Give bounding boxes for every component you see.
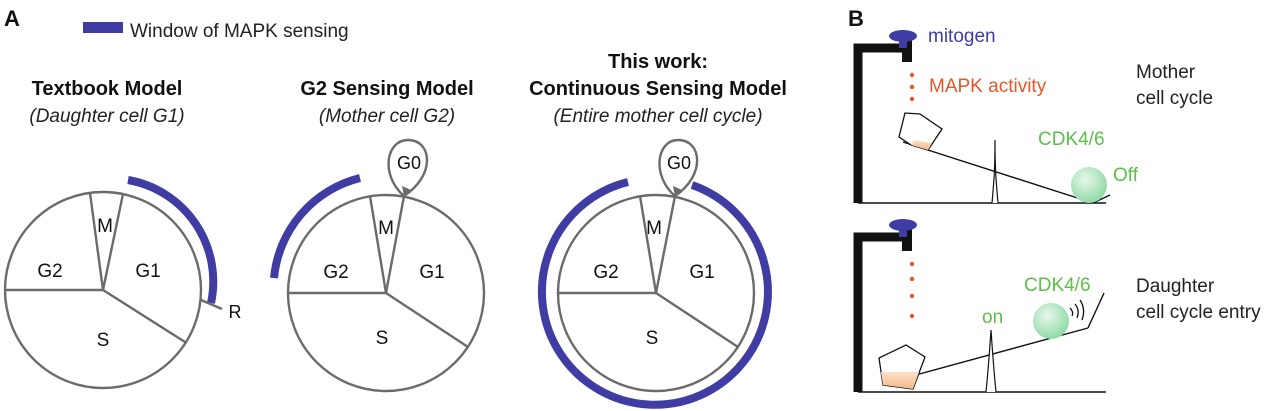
panel-b-label: B: [848, 6, 864, 31]
legend-swatch: [83, 22, 123, 33]
phase-boundary: [638, 195, 658, 294]
seesaw-beam: [902, 141, 1094, 204]
mapk-drop: [909, 261, 915, 267]
phase-label-g1: G1: [419, 262, 444, 283]
mapk-sensing-window: [127, 176, 218, 304]
model-title: G2 Sensing Model: [300, 78, 473, 100]
phase-boundary: [654, 195, 677, 294]
g0-arrowhead: [402, 186, 411, 196]
mapk-drop: [909, 276, 915, 282]
model-subtitle: (Mother cell G2): [319, 106, 455, 127]
tap-spout: [902, 229, 912, 251]
cdk-ball: [1071, 167, 1107, 203]
phase-boundary: [88, 192, 105, 291]
phase-label-g2: G2: [37, 261, 62, 282]
phase-label-g1: G1: [689, 262, 714, 283]
mother-cell-scene: mitogen MAPK activity CDK4/6 Off Mother …: [853, 26, 1213, 204]
tap-stem: [899, 225, 907, 237]
restriction-point-marker: [200, 298, 223, 311]
beam-tip: [1092, 194, 1111, 204]
phase-boundary: [102, 288, 186, 344]
cdk-label: CDK4/6: [1038, 129, 1105, 150]
model-title: Textbook Model: [32, 78, 183, 100]
fulcrum: [985, 329, 997, 393]
phase-boundary: [384, 195, 406, 294]
fulcrum: [991, 139, 999, 204]
phase-label-s: S: [646, 328, 659, 349]
mapk-drop: [909, 84, 915, 90]
cdk-state-label: on: [982, 307, 1003, 328]
mapk-drop: [909, 313, 915, 319]
phase-label-s: S: [97, 330, 110, 351]
restriction-point-label: R: [229, 302, 242, 322]
phase-label-m: M: [97, 216, 113, 237]
phase-boundary: [101, 193, 125, 291]
phase-boundary: [368, 195, 388, 294]
mapk-drop: [909, 96, 915, 102]
panel-a-label: A: [4, 6, 20, 31]
model-subtitle: (Daughter cell G1): [29, 106, 184, 127]
phase-label-g0: G0: [667, 153, 691, 173]
g0-arrowhead: [673, 186, 682, 196]
phase-label-g1: G1: [135, 261, 160, 282]
phase-label-m: M: [378, 218, 394, 239]
model-title-line2: Continuous Sensing Model: [529, 78, 787, 100]
mapk-sensing-window: [270, 174, 361, 279]
legend: Window of MAPK sensing: [83, 21, 349, 42]
daughter-caption-line2: cell cycle entry: [1136, 302, 1261, 323]
model-title-line1: This work:: [608, 51, 708, 73]
cdk-label: CDK4/6: [1024, 275, 1091, 296]
daughter-caption-line1: Daughter: [1136, 276, 1215, 297]
mapk-drop: [909, 293, 915, 299]
mapk-activity-label: MAPK activity: [929, 76, 1047, 97]
motion-lines: [1069, 299, 1085, 321]
phase-label-m: M: [646, 218, 662, 239]
phase-label-g0: G0: [397, 153, 421, 173]
phase-label-s: S: [376, 328, 389, 349]
tap-pipe: [853, 232, 909, 392]
textbook-model: Textbook Model (Daughter cell G1) M G1 G…: [3, 78, 242, 390]
cdk-ball: [1033, 303, 1069, 339]
cup-liquid: [911, 140, 932, 150]
g0-loop: [387, 138, 429, 198]
tap-pipe: [853, 43, 909, 203]
mother-caption-line1: Mother: [1136, 62, 1196, 83]
g0-loop: [658, 138, 699, 197]
beam-tip: [1087, 292, 1105, 329]
tap-stem: [899, 36, 907, 48]
phase-boundary: [385, 291, 469, 349]
daughter-cell-scene: CDK4/6 on Daughter cell cycle entry: [853, 219, 1261, 393]
mapk-sensing-window: [537, 178, 772, 409]
mapk-drop: [909, 72, 915, 78]
mitogen-label: mitogen: [928, 26, 996, 47]
cdk-state-label: Off: [1113, 165, 1139, 186]
mother-caption-line2: cell cycle: [1136, 88, 1213, 109]
phase-label-g2: G2: [593, 262, 618, 283]
tap-spout: [902, 40, 912, 62]
continuous-sensing-model: This work: Continuous Sensing Model (Ent…: [529, 51, 787, 409]
model-subtitle: (Entire mother cell cycle): [553, 106, 762, 127]
phase-boundary: [655, 291, 739, 349]
phase-label-g2: G2: [323, 262, 348, 283]
legend-label: Window of MAPK sensing: [130, 21, 349, 42]
g2-sensing-model: G2 Sensing Model (Mother cell G2) G0 M G…: [270, 78, 486, 393]
cup-liquid: [881, 372, 919, 389]
